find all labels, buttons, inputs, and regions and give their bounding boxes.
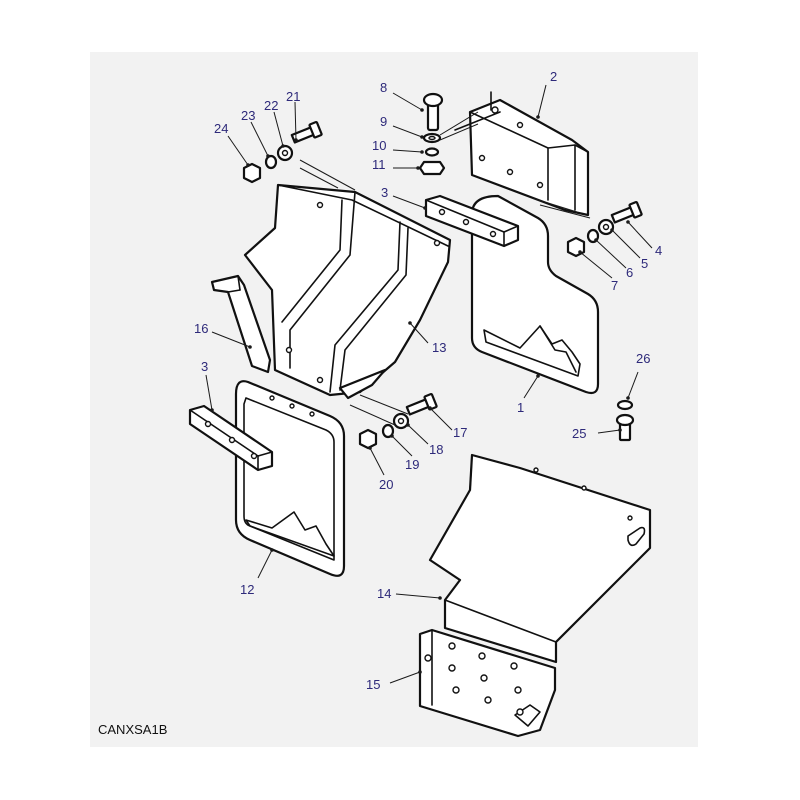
callout-14: 14	[377, 586, 391, 601]
callout-3-lower: 3	[201, 359, 208, 374]
callout-13: 13	[432, 340, 446, 355]
callout-26: 26	[636, 351, 650, 366]
callout-22: 22	[264, 98, 278, 113]
callout-3-upper: 3	[381, 185, 388, 200]
part-13-mounting-plate	[243, 183, 452, 400]
callout-5: 5	[641, 256, 648, 271]
callout-17: 17	[453, 425, 467, 440]
callout-11: 11	[372, 157, 386, 172]
hardware	[242, 92, 643, 450]
callout-20: 20	[379, 477, 393, 492]
callout-2: 2	[550, 69, 557, 84]
callout-6: 6	[626, 265, 633, 280]
callout-7: 7	[611, 278, 618, 293]
part-14-lower-bracket	[428, 453, 652, 664]
callout-19: 19	[405, 457, 419, 472]
callout-24: 24	[214, 121, 228, 136]
callout-25: 25	[572, 426, 586, 441]
callout-8: 8	[380, 80, 387, 95]
callout-23: 23	[241, 108, 255, 123]
callouts: 2 8 9 10 11 3 21 22 23 24 4 5 6 7 13 16 …	[194, 69, 662, 692]
callout-4: 4	[655, 243, 662, 258]
part-16-stay	[210, 274, 272, 374]
part-2-bracket	[454, 91, 590, 217]
part-3-clamp-strip-upper	[424, 194, 520, 248]
callout-18: 18	[429, 442, 443, 457]
part-15-lower-plate	[418, 628, 557, 738]
part-12-mudflap-left	[234, 380, 346, 577]
callout-10: 10	[372, 138, 386, 153]
callout-21: 21	[286, 89, 300, 104]
part-3-clamp-strip-lower	[188, 404, 274, 472]
drawing-code: CANXSA1B	[98, 722, 168, 737]
callout-1: 1	[517, 400, 524, 415]
callout-12: 12	[240, 582, 254, 597]
callout-9: 9	[380, 114, 387, 129]
callout-16: 16	[194, 321, 208, 336]
leader-lines	[205, 84, 653, 684]
callout-15: 15	[366, 677, 380, 692]
